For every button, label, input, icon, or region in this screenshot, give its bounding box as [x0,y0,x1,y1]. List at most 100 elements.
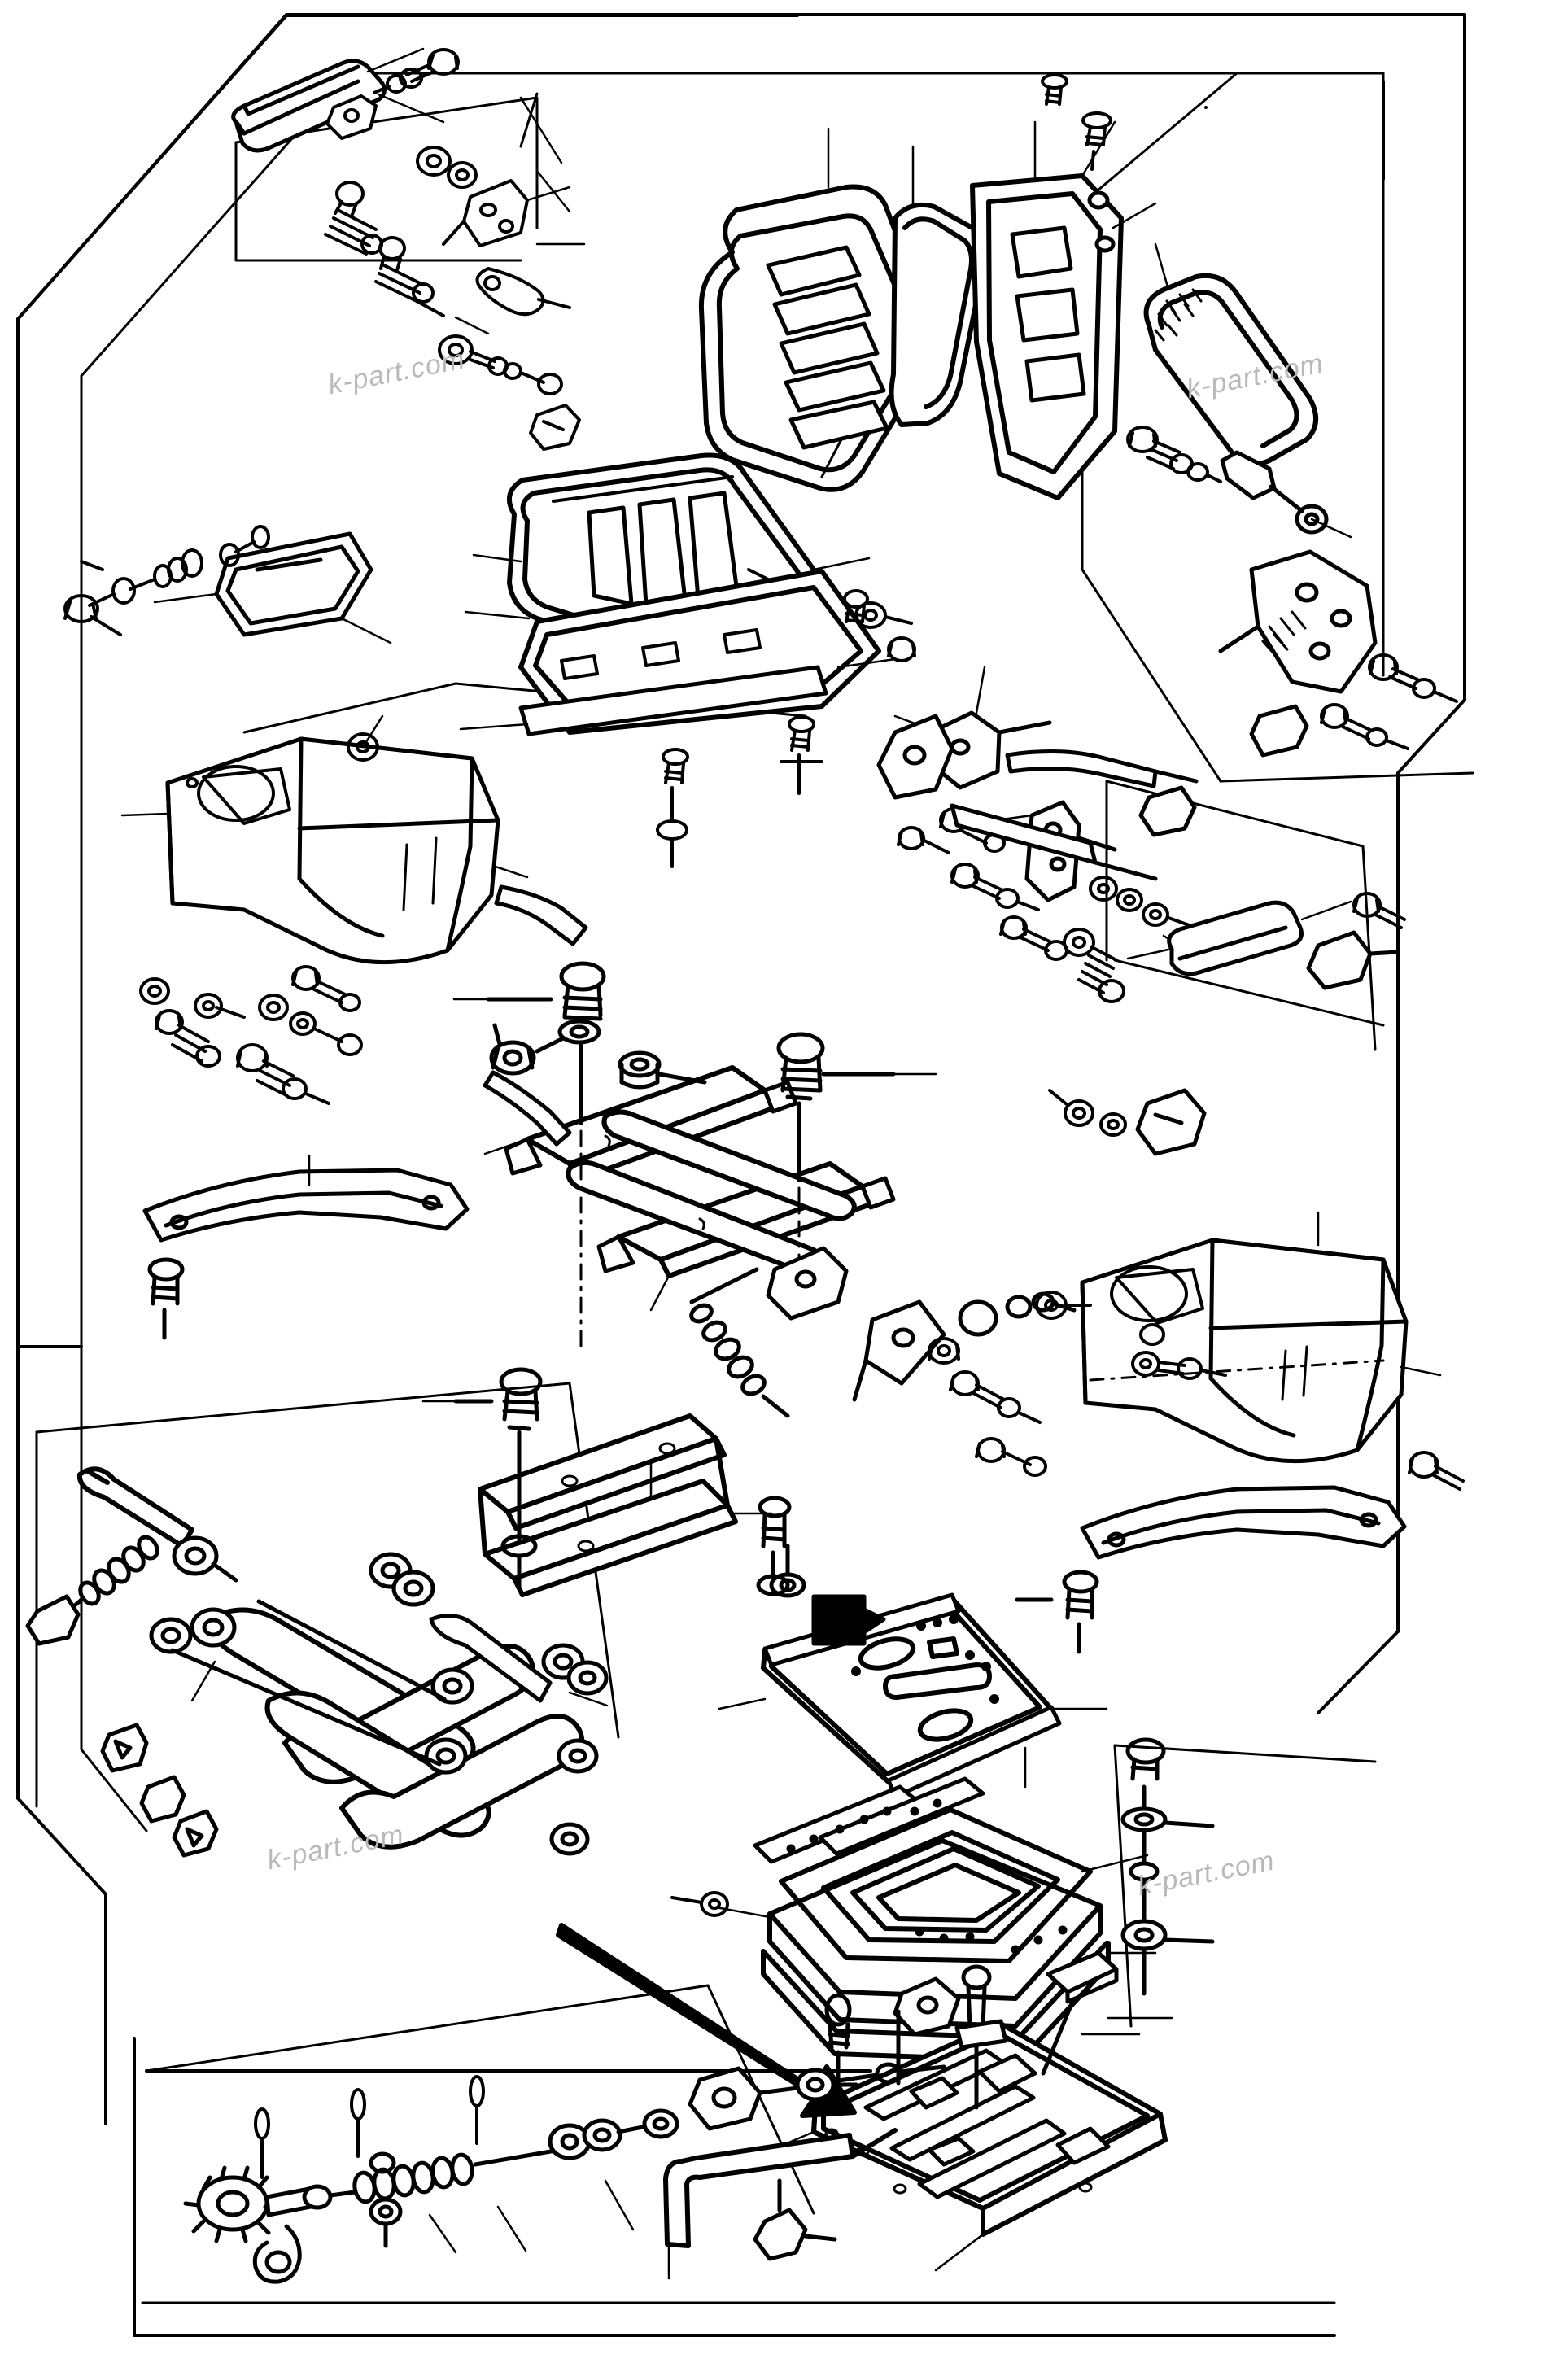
border-outer-left [16,317,83,1348]
seat-back-bolster [889,202,987,427]
strut-bolt-stack [1126,426,1222,483]
border-outer-top [16,13,1466,321]
right-shroud-screws [1048,1089,1127,1137]
slide-rail-frame [525,1065,873,1278]
bellows-rivet-dots [786,1798,1068,1955]
hinge-bar-left [494,884,588,946]
bracket-clip-a [325,94,378,140]
shroud-right-screw [1035,1291,1092,1320]
rail-bolt-right [776,1032,896,1182]
bolt-lower-center-2 [975,1437,1047,1477]
washer-stack-d [438,334,563,395]
rail-arm-bar-left [483,1070,572,1147]
shroud-left-bolt-vertical [139,977,221,1068]
small-bracket-e [529,404,581,451]
mid-right-bolt [1352,892,1406,929]
shroud-right-ribs [1281,1345,1308,1401]
panel-divider-lower-right [1113,1744,1377,2028]
scissor-cross-rod [170,1599,447,1767]
pan-arrow-pointer [811,1594,886,1646]
bottom-u-bracket [663,2128,898,2248]
trim-clip-1 [100,1723,149,1773]
seat-pan-leaders [459,553,897,731]
frame-panel-leaders [1033,120,1157,229]
lower-rail-holes [561,1442,676,1553]
pan-hole-dots [851,1614,999,1704]
lower-rail-bar [478,1413,738,1597]
arm-bolts-right [1368,653,1458,703]
shroud-left-screw-row [194,993,363,1056]
armrest-pad-right-texture [1154,288,1203,342]
right-bolt-1760 [1139,1323,1165,1346]
seat-belt-strap-bracket [950,803,1158,881]
hex-bolt-a [373,48,460,94]
armrest-pad-left [231,59,387,153]
push-rod-bushing [172,1535,238,1583]
bracket-rod-mid [1005,749,1199,788]
rail-nut-far-left [489,1023,536,1076]
arm-block-right [1249,704,1309,758]
mount-plate-leader [153,592,392,644]
armrest-leader-lines [366,47,445,124]
shroud-left-ribs [402,836,438,911]
foot-bracket-left-bolt [147,1257,185,1340]
nut-set-b [416,146,478,189]
border-bottom [133,2037,1336,2337]
screw-top-right [1081,111,1112,171]
bolt-under-pan-1 [656,748,689,868]
base-plate-pad [1041,1950,1119,2076]
gas-strut-damper [1220,450,1329,535]
bolt-under-pan-2 [780,715,823,795]
lower-rail-leaders [421,1400,773,1515]
shock-rod-nut-1 [369,2151,396,2174]
bellows-top-rail [753,1776,985,1864]
shroud-left-hole [186,765,291,825]
screw-row-left [63,548,203,636]
spring-bracket [766,1246,849,1321]
screw-top-right-2 [1041,73,1068,106]
seat-pan-mount-tabs [560,628,762,680]
shroud-right-hole [1110,1265,1204,1325]
pan-slot-cutouts [858,1636,992,1742]
bracket-plate-b [442,179,529,247]
bellows-screw-stack-right [1120,1737,1215,1996]
spring-end-block [25,1594,81,1646]
seat-back-leaders [827,127,915,207]
pan-bolt-above [769,1544,806,1598]
mid-right-pad [1167,900,1304,976]
bolt-pan-c [843,589,869,623]
foot-bracket-left [142,1168,470,1243]
base-plate-bosses [909,2053,1111,2167]
long-screw-mid [1063,928,1125,1003]
shock-rod-coupler [688,2066,800,2131]
trim-clip-2 [139,1775,186,1824]
shock-rod-collar [369,2197,403,2248]
strut-leaders [1154,242,1352,539]
bolt-lower-center [949,1370,1042,1424]
linkage-rod-mid [429,1614,553,1703]
shroud-left-screw [347,732,379,762]
base-plate-clip [893,1976,961,2086]
frame-panel-cutouts [1010,190,1116,403]
shock-rod-end [795,2062,946,2102]
scissor-leaders [190,1660,609,1707]
linkage-end-bushings [541,1643,609,1856]
arm-bolts-right-2 [1320,703,1409,750]
mid-right-block [1306,930,1400,990]
base-plate-stud [954,1964,1008,2110]
link-bar-a [475,267,571,317]
foot-bracket-right [1080,1485,1407,1560]
foot-bracket-vertical-bolt [1015,1570,1099,1654]
panel-divider-bottom [145,1984,815,2215]
armrest-mount-arm-right [1218,549,1378,694]
shroud-left-leaders [120,714,529,879]
shock-rod-shaft [264,2184,357,2217]
right-clip-bracket [1135,1088,1207,1156]
coil-spring-lower-left [68,1535,159,1612]
rail-end-caps [504,1080,896,1273]
arm-mesh-texture [1261,610,1307,657]
foot-bracket-bolt-right [1408,1451,1465,1491]
clip-block-mid [1138,785,1197,837]
